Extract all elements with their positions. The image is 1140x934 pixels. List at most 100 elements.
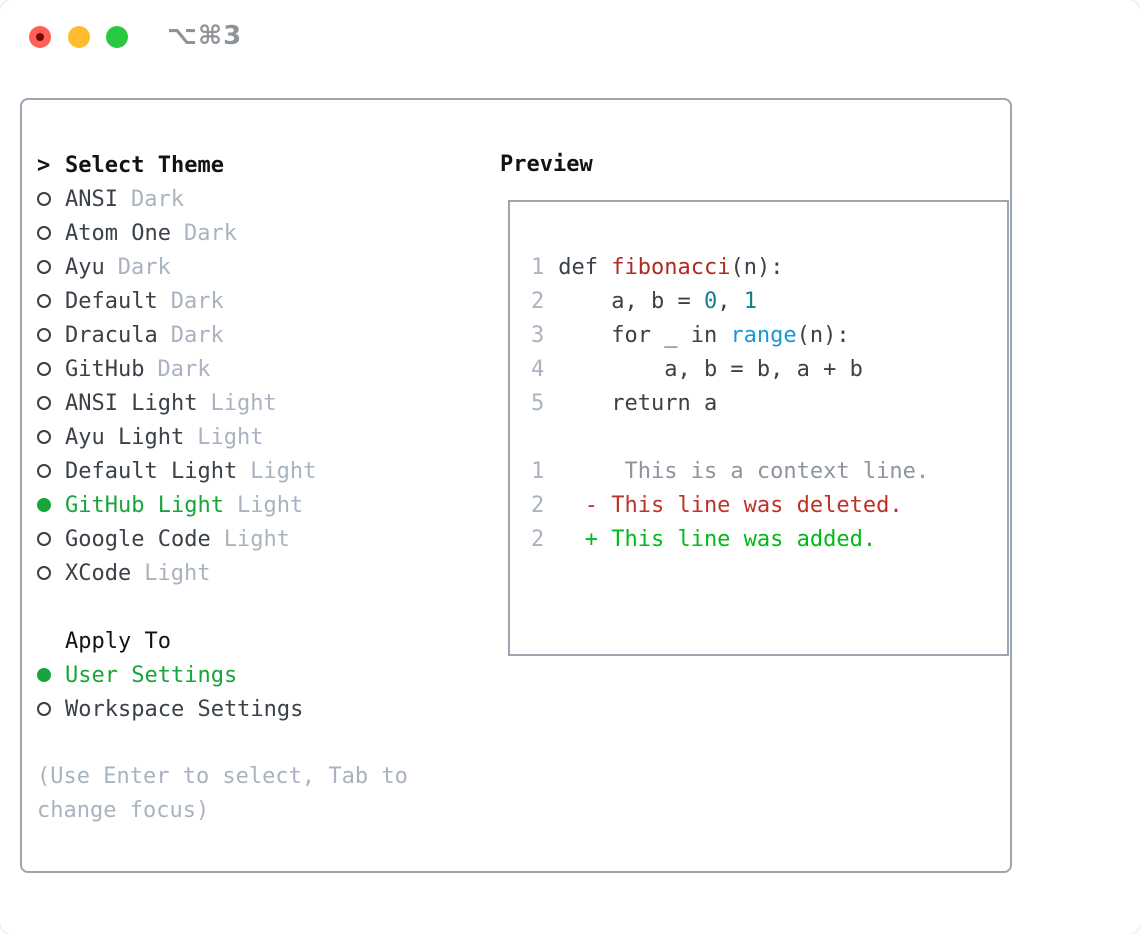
line-number: 5 — [531, 391, 545, 416]
theme-option-label: XCode — [65, 560, 132, 586]
line-number: 1 — [531, 459, 545, 484]
theme-option-label: GitHub — [65, 356, 145, 382]
titlebar: ⌥⌘3 — [0, 0, 1140, 75]
theme-variant-tag: Dark — [183, 220, 237, 246]
theme-option-dracula[interactable]: Dracula Dark — [37, 318, 497, 352]
window-title: ⌥⌘3 — [167, 21, 243, 51]
preview-line-3: 3 for _ in range(n): — [531, 319, 1007, 353]
theme-option-label: ANSI — [65, 186, 118, 212]
line-number: 2 — [531, 527, 545, 552]
line-number: 3 — [531, 323, 545, 348]
theme-variant-tag: Dark — [157, 356, 211, 382]
token-code: a, b = b, a + b — [545, 357, 863, 382]
theme-option-label: Google Code — [65, 526, 211, 552]
radio-icon — [37, 532, 65, 546]
theme-variant-tag: Dark — [170, 288, 224, 314]
theme-option-label: Dracula — [65, 322, 158, 348]
theme-variant-tag: Dark — [170, 322, 224, 348]
select-theme-title: Select Theme — [65, 152, 224, 178]
line-number: 1 — [531, 255, 545, 280]
radio-icon — [37, 226, 65, 240]
minimize-button[interactable] — [68, 26, 90, 48]
token-code: return a — [545, 391, 718, 416]
radio-icon — [37, 362, 65, 376]
token-code: (n): — [796, 323, 850, 348]
preview-title: Preview — [500, 152, 593, 177]
theme-option-atom-one[interactable]: Atom One Dark — [37, 216, 497, 250]
token-code: a, b = — [545, 289, 704, 314]
token-code: , — [717, 289, 744, 314]
radio-icon — [37, 260, 65, 274]
radio-icon — [37, 702, 65, 716]
theme-option-label: GitHub Light — [65, 492, 224, 518]
spacer — [37, 726, 497, 760]
line-number: 2 — [531, 289, 545, 314]
radio-icon — [37, 430, 65, 444]
theme-option-ansi-light[interactable]: ANSI Light Light — [37, 386, 497, 420]
theme-option-ayu-light[interactable]: Ayu Light Light — [37, 420, 497, 454]
theme-option-label: ANSI Light — [65, 390, 198, 416]
apply-option-label: Workspace Settings — [65, 696, 304, 722]
preview-line-1: 1 def fibonacci(n): — [531, 251, 1007, 285]
radio-icon — [37, 566, 65, 580]
radio-icon — [37, 294, 65, 308]
theme-option-label: Ayu Light — [65, 424, 185, 450]
radio-icon — [37, 464, 65, 478]
preview-line-4: 4 a, b = b, a + b — [531, 353, 1007, 387]
apply-to-title: Apply To — [65, 628, 171, 654]
theme-variant-tag: Light — [223, 526, 290, 552]
theme-option-label: Ayu — [65, 254, 105, 280]
token-num: 1 — [743, 289, 757, 314]
preview-line-5: 5 return a — [531, 387, 1007, 421]
token-add: + This line was added. — [545, 527, 877, 552]
theme-variant-tag: Light — [197, 424, 264, 450]
theme-option-label: Default — [65, 288, 158, 314]
apply-option-label: User Settings — [65, 662, 238, 688]
keyboard-hint-line-2: change focus) — [37, 798, 210, 823]
cursor-arrow-icon: > — [37, 152, 51, 178]
theme-variant-tag: Light — [210, 390, 277, 416]
radio-selected-icon — [37, 668, 65, 682]
preview-line-8: 2 - This line was deleted. — [531, 489, 1007, 523]
apply-option-user-settings[interactable]: User Settings — [37, 658, 497, 692]
token-func: fibonacci — [611, 255, 731, 280]
apply-to-header: Apply To — [37, 624, 497, 658]
token-code: for _ in — [545, 323, 731, 348]
token-context: This is a context line. — [545, 459, 930, 484]
theme-variant-tag: Light — [236, 492, 304, 518]
apply-option-workspace-settings[interactable]: Workspace Settings — [37, 692, 497, 726]
spacer — [37, 590, 497, 624]
theme-option-ansi[interactable]: ANSI Dark — [37, 182, 497, 216]
zoom-button[interactable] — [106, 26, 128, 48]
line-number — [531, 421, 545, 455]
theme-option-label: Atom One — [65, 220, 171, 246]
theme-variant-tag: Dark — [130, 186, 184, 212]
token-builtin: range — [730, 323, 797, 348]
preview-line-2: 2 a, b = 0, 1 — [531, 285, 1007, 319]
token-del: - This line was deleted. — [545, 493, 903, 518]
theme-variant-tag: Dark — [117, 254, 171, 280]
theme-option-xcode[interactable]: XCode Light — [37, 556, 497, 590]
theme-option-google-code[interactable]: Google Code Light — [37, 522, 497, 556]
theme-option-github-light[interactable]: GitHub Light Light — [37, 488, 497, 522]
line-number: 4 — [531, 357, 545, 382]
keyboard-hint-line-1: (Use Enter to select, Tab to — [37, 764, 408, 789]
theme-option-label: Default Light — [65, 458, 238, 484]
preview-line-7: 1 This is a context line. — [531, 455, 1007, 489]
theme-variant-tag: Light — [144, 560, 211, 586]
close-button[interactable] — [29, 26, 51, 48]
radio-icon — [37, 192, 65, 206]
token-code: (n): — [730, 255, 784, 280]
theme-option-default[interactable]: Default Dark — [37, 284, 497, 318]
radio-icon — [37, 396, 65, 410]
theme-option-ayu[interactable]: Ayu Dark — [37, 250, 497, 284]
theme-option-github[interactable]: GitHub Dark — [37, 352, 497, 386]
token-num: 0 — [703, 289, 718, 314]
preview-line-9: 2 + This line was added. — [531, 523, 1007, 557]
